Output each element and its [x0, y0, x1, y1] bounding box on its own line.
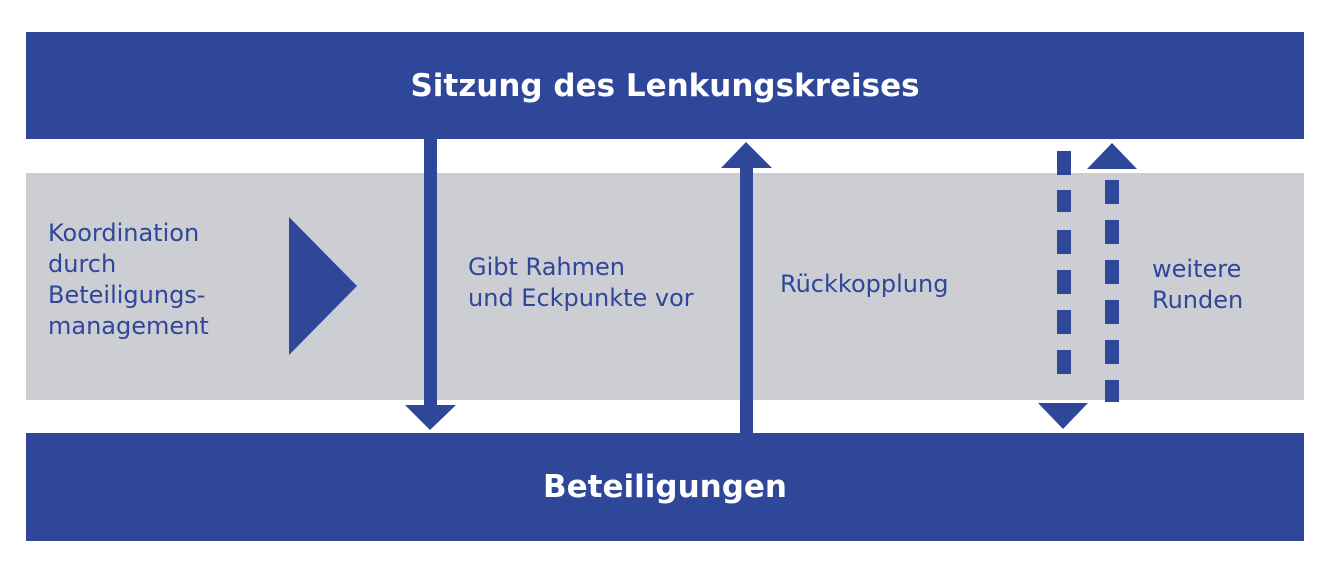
steering-committee-title: Sitzung des Lenkungskreises [410, 67, 920, 104]
coordination-band [26, 173, 1304, 400]
holdings-band: Beteiligungen [26, 433, 1304, 541]
holdings-title: Beteiligungen [543, 469, 787, 505]
flow-triangle-icon [289, 217, 357, 355]
feedback-label: Rückkopplung [780, 270, 949, 298]
dashed-up-arrow-icon [1087, 143, 1137, 402]
dashed-down-arrow-icon [1038, 151, 1088, 429]
further-rounds-label: weitere Runden [1152, 255, 1244, 314]
framework-label: Gibt Rahmen und Eckpunkte vor [468, 253, 694, 312]
up-arrow-icon [721, 142, 772, 433]
down-arrow-icon [405, 139, 456, 430]
steering-committee-band: Sitzung des Lenkungskreises [26, 32, 1304, 139]
coordination-label: Koordination durch Beteiligungs- managem… [48, 219, 209, 340]
